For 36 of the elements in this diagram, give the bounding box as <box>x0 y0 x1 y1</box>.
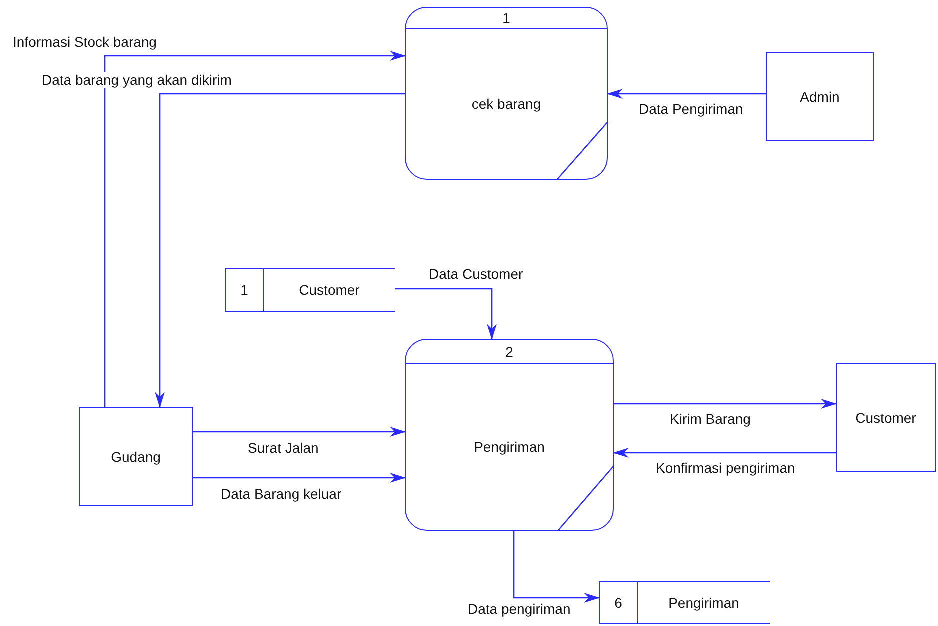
edge-label: Data pengiriman <box>468 601 571 617</box>
arrow <box>613 448 836 458</box>
data-store <box>225 268 395 312</box>
store-number: 6 <box>614 594 622 610</box>
edge-label: Surat Jalan <box>248 440 319 456</box>
entity-name: Customer <box>856 410 916 426</box>
arrow <box>614 399 837 409</box>
edge-label: Kirim Barang <box>670 411 751 427</box>
arrow <box>155 93 405 408</box>
entity-box <box>79 407 193 506</box>
process-name: cek barang <box>472 96 542 112</box>
store-name: Customer <box>299 282 360 298</box>
data-store <box>599 581 770 624</box>
process-name: Pengiriman <box>474 439 545 455</box>
arrow <box>104 51 406 407</box>
entity-name: Admin <box>800 88 840 104</box>
edge-label: Informasi Stock barang <box>13 34 157 50</box>
arrow <box>607 89 766 99</box>
arrow <box>513 531 600 603</box>
process-box <box>405 339 614 531</box>
edge-label: Data Barang keluar <box>221 486 342 502</box>
process-number: 1 <box>502 10 510 26</box>
edge-label: Data Customer <box>429 266 524 282</box>
arrow <box>193 473 406 483</box>
process-box <box>405 7 608 180</box>
entity-box <box>766 52 874 141</box>
arrow <box>193 427 406 437</box>
entity-box <box>836 363 936 472</box>
store-name: Pengiriman <box>668 594 740 610</box>
edge-label: Data barang yang akan dikirim <box>42 72 232 88</box>
arrow <box>395 288 497 340</box>
store-number: 1 <box>240 282 248 298</box>
edge-label: Konfirmasi pengiriman <box>656 460 796 476</box>
entity-name: Gudang <box>111 448 161 464</box>
edge-label: Data Pengiriman <box>639 101 744 117</box>
process-number: 2 <box>506 344 514 360</box>
